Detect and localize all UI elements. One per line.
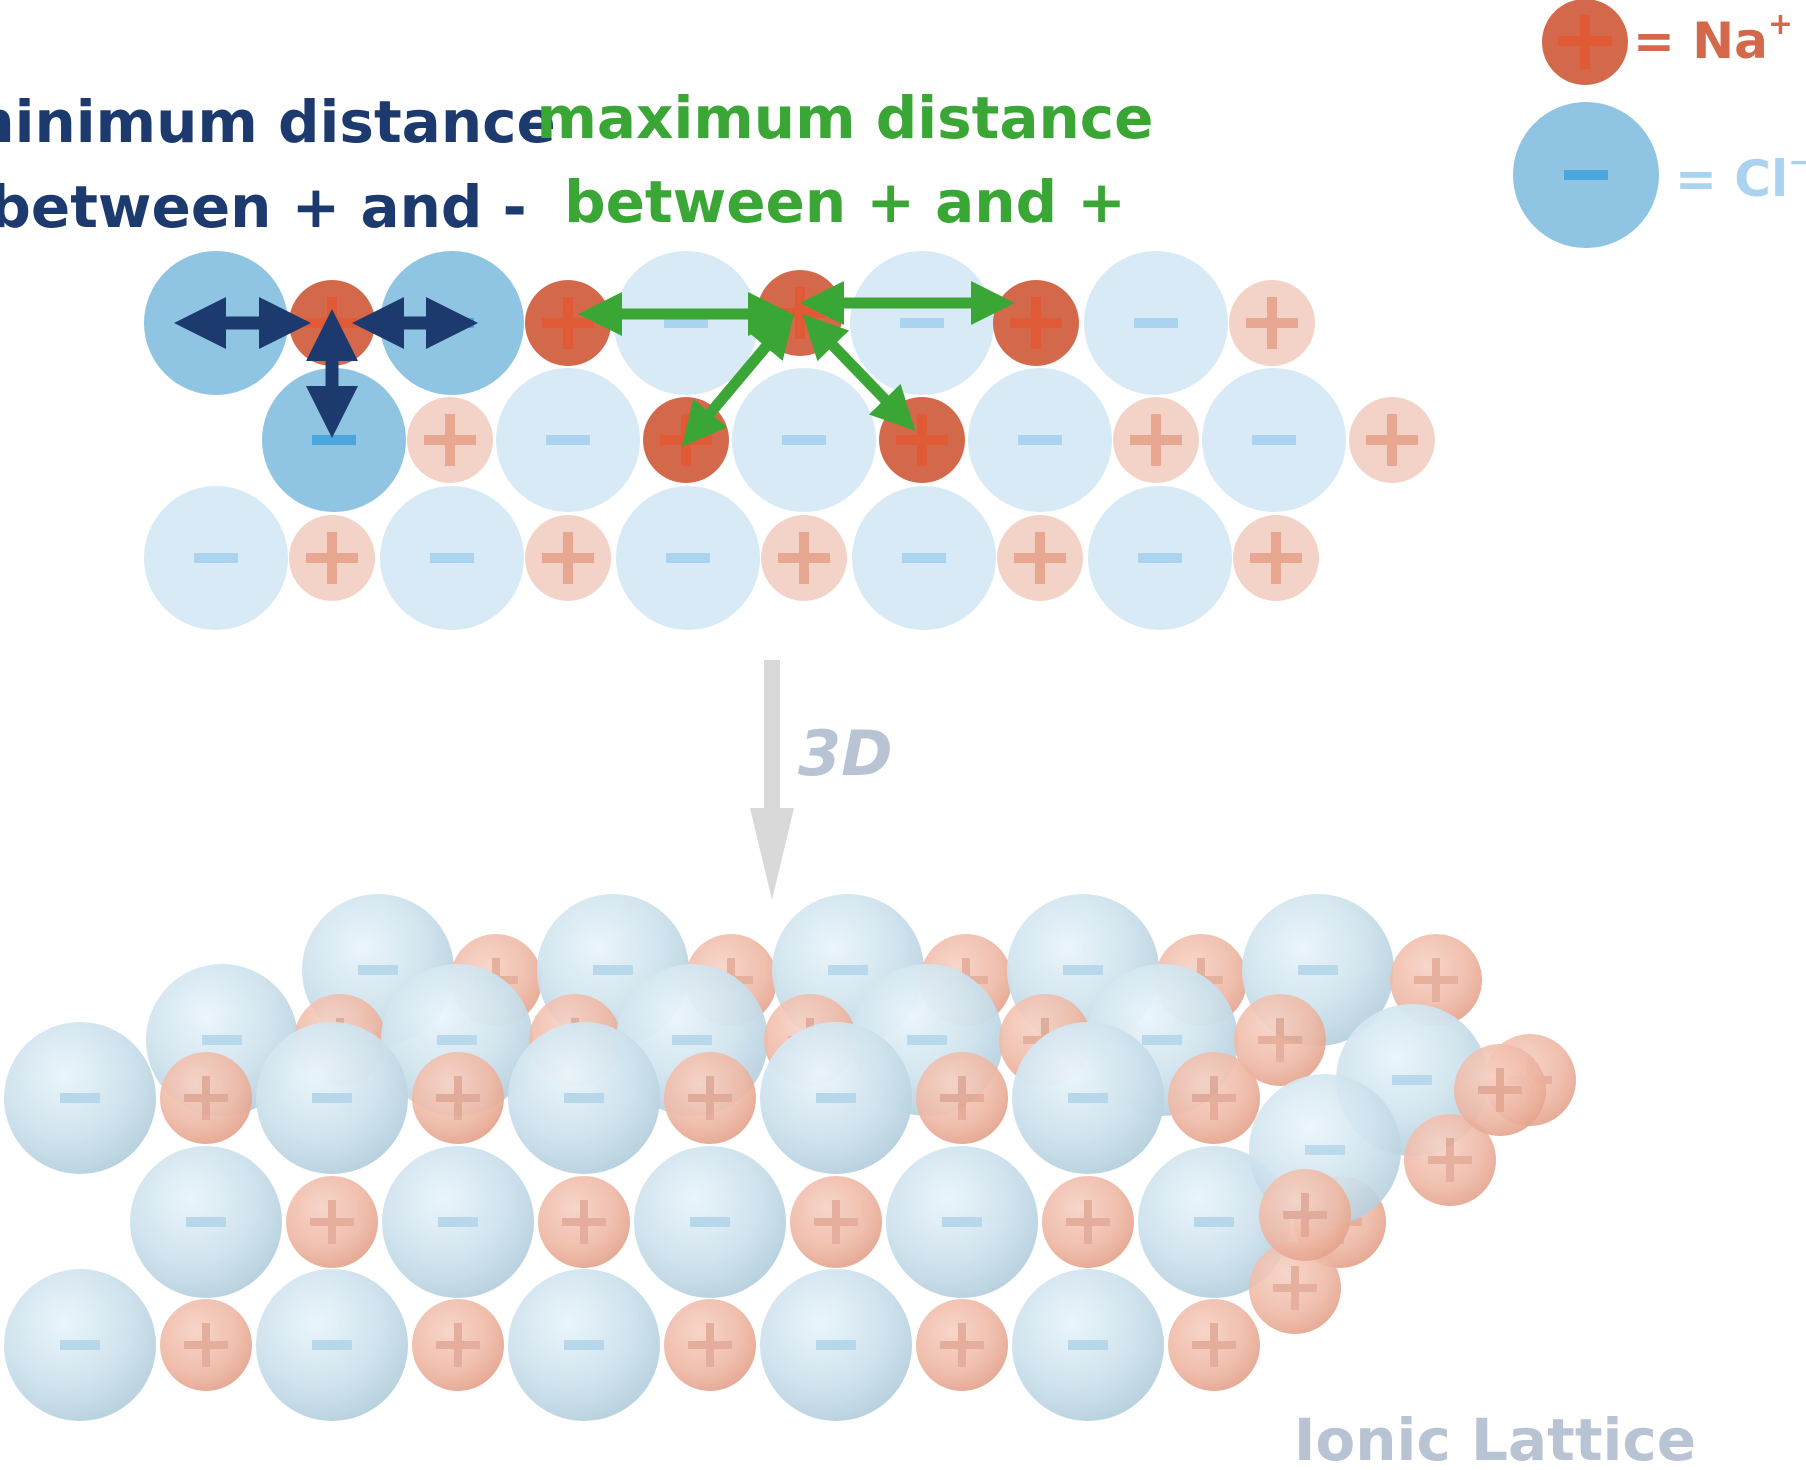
chloride-sphere	[760, 1022, 912, 1174]
chloride-ion	[1088, 486, 1232, 630]
legend-na-label: = Na+	[1633, 7, 1793, 70]
sodium-sphere	[1234, 994, 1326, 1086]
sodium-sphere	[1390, 934, 1482, 1026]
sodium-ion	[525, 515, 611, 601]
min-distance-label-line1: minimum distance	[0, 88, 556, 156]
2d-lattice	[144, 251, 1435, 630]
sodium-sphere	[1404, 1114, 1496, 1206]
chloride-sphere	[1138, 1146, 1290, 1298]
legend-cl-minus	[1564, 170, 1608, 180]
transition-label: 3D	[798, 717, 893, 790]
legend: = Na+ = Cl−	[1513, 0, 1806, 248]
max-distance-label-line2: between + and +	[564, 168, 1126, 236]
3d-lattice	[4, 894, 1576, 1421]
chloride-sphere	[382, 1146, 534, 1298]
chloride-sphere	[1012, 1269, 1164, 1421]
sodium-sphere	[412, 1052, 504, 1144]
chloride-ion	[1202, 368, 1346, 512]
sodium-ion	[1229, 280, 1315, 366]
max-arrow-down-left	[681, 313, 795, 447]
sodium-ion	[1233, 515, 1319, 601]
minimum-distance-arrows	[174, 297, 478, 438]
sodium-sphere	[790, 1176, 882, 1268]
sodium-sphere	[160, 1052, 252, 1144]
sodium-sphere	[916, 1052, 1008, 1144]
sodium-sphere	[916, 1299, 1008, 1391]
sodium-sphere	[1042, 1176, 1134, 1268]
chloride-sphere	[130, 1146, 282, 1298]
chloride-ion	[496, 368, 640, 512]
sodium-sphere	[1454, 1044, 1546, 1136]
chloride-ion	[852, 486, 996, 630]
transition-arrow-head	[750, 808, 794, 900]
chloride-ion	[262, 368, 406, 512]
transition-arrow: 3D	[750, 660, 893, 900]
sodium-sphere	[664, 1299, 756, 1391]
sodium-ion	[761, 515, 847, 601]
sodium-ion	[289, 515, 375, 601]
chloride-sphere	[508, 1269, 660, 1421]
min-distance-label-line2: between + and -	[0, 173, 527, 241]
sodium-sphere	[664, 1052, 756, 1144]
chloride-ion	[968, 368, 1112, 512]
chloride-sphere	[634, 1146, 786, 1298]
sodium-sphere	[286, 1176, 378, 1268]
sodium-sphere	[412, 1299, 504, 1391]
chloride-sphere	[4, 1022, 156, 1174]
sodium-ion	[1349, 397, 1435, 483]
sodium-ion	[407, 397, 493, 483]
ionic-lattice-title: Ionic Lattice	[1294, 1406, 1696, 1470]
sodium-sphere	[1259, 1169, 1351, 1261]
sodium-ion	[997, 515, 1083, 601]
max-arrow-down-right	[802, 314, 916, 431]
chloride-ion	[850, 251, 994, 395]
sodium-ion	[993, 280, 1079, 366]
chloride-ion	[380, 486, 524, 630]
chloride-ion	[144, 486, 288, 630]
legend-cl-label: = Cl−	[1675, 145, 1806, 208]
chloride-sphere	[1012, 1022, 1164, 1174]
chloride-sphere	[256, 1022, 408, 1174]
transition-arrow-shaft	[764, 660, 780, 820]
chloride-ion	[616, 486, 760, 630]
max-distance-label-line1: maximum distance	[536, 84, 1153, 152]
sodium-ion	[525, 280, 611, 366]
sodium-sphere	[538, 1176, 630, 1268]
sodium-sphere	[1168, 1052, 1260, 1144]
sodium-sphere	[1168, 1299, 1260, 1391]
chloride-sphere	[760, 1269, 912, 1421]
maximum-distance-arrows	[578, 281, 1015, 447]
chloride-sphere	[4, 1269, 156, 1421]
sodium-sphere	[1249, 1242, 1341, 1334]
chloride-ion	[732, 368, 876, 512]
chloride-sphere	[886, 1146, 1038, 1298]
sodium-sphere	[160, 1299, 252, 1391]
chloride-sphere	[256, 1269, 408, 1421]
legend-na-plus-v	[1580, 15, 1590, 69]
sodium-ion	[1113, 397, 1199, 483]
chloride-sphere	[508, 1022, 660, 1174]
chloride-ion	[1084, 251, 1228, 395]
